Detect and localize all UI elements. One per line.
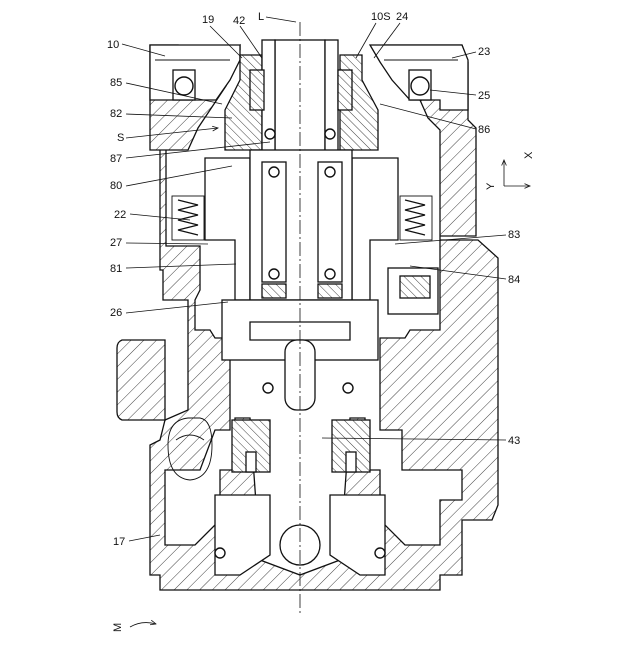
svg-text:S: S <box>117 132 124 144</box>
svg-text:M: M <box>112 623 124 632</box>
label-26: 26 <box>110 302 228 319</box>
axis-indicator: X Y <box>485 151 535 190</box>
svg-text:22: 22 <box>114 209 126 221</box>
svg-text:83: 83 <box>508 229 520 241</box>
svg-text:42: 42 <box>233 15 245 27</box>
svg-text:24: 24 <box>396 11 408 23</box>
svg-text:10S: 10S <box>371 11 391 23</box>
svg-text:23: 23 <box>478 46 490 58</box>
svg-text:19: 19 <box>202 14 214 26</box>
svg-text:27: 27 <box>110 237 122 249</box>
spring-left <box>172 196 204 240</box>
svg-text:85: 85 <box>110 77 122 89</box>
svg-text:84: 84 <box>508 274 520 286</box>
svg-text:L: L <box>258 11 264 23</box>
left-port-block <box>117 340 165 420</box>
o-ring-25 <box>409 70 431 100</box>
svg-text:10: 10 <box>107 39 119 51</box>
svg-text:43: 43 <box>508 435 520 447</box>
svg-text:80: 80 <box>110 180 122 192</box>
svg-text:81: 81 <box>110 263 122 275</box>
inner-cylinder <box>205 150 398 300</box>
label-22: 22 <box>114 209 190 221</box>
axis-y-label: Y <box>485 182 497 190</box>
poppet-43 <box>232 420 370 472</box>
svg-text:17: 17 <box>113 536 125 548</box>
svg-text:86: 86 <box>478 124 490 136</box>
axis-x-label: X <box>523 151 535 159</box>
svg-text:25: 25 <box>478 90 490 102</box>
label-M: M <box>112 623 156 632</box>
piston-block-right <box>388 268 438 314</box>
svg-text:82: 82 <box>110 108 122 120</box>
label-L: L <box>258 11 296 23</box>
spring-right <box>400 196 432 240</box>
svg-text:26: 26 <box>110 307 122 319</box>
svg-text:87: 87 <box>110 153 122 165</box>
